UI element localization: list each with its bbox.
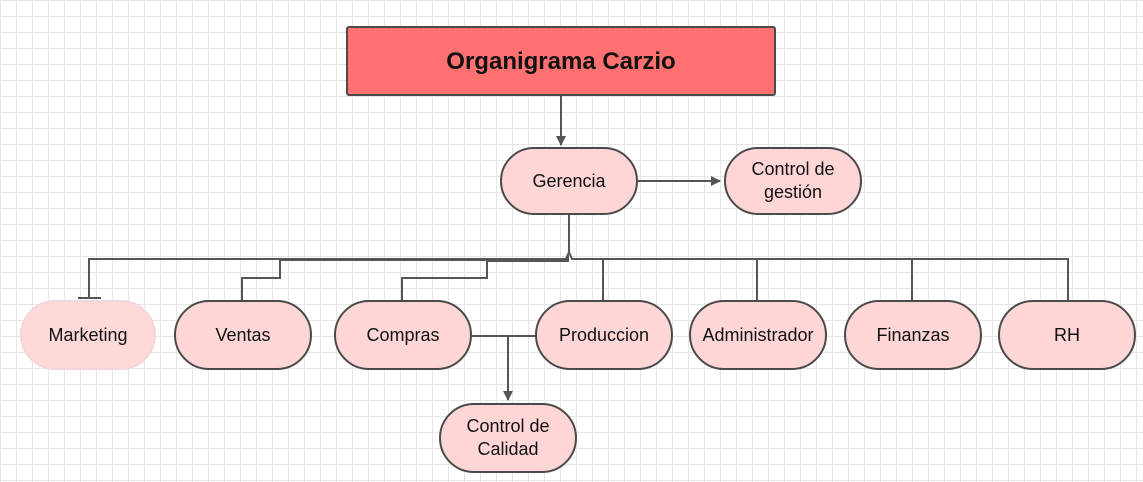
node-control-calidad[interactable]: Control de Calidad [439,403,577,473]
node-label: Administrador [702,324,814,345]
node-label: Control de gestión [751,159,835,202]
node-finanzas[interactable]: Finanzas [844,300,982,370]
node-compras[interactable]: Compras [334,300,472,370]
node-ventas[interactable]: Ventas [174,300,312,370]
node-label: RH [1054,324,1080,345]
node-control-gestion[interactable]: Control de gestión [724,147,862,215]
node-marketing[interactable]: Marketing [20,300,156,370]
node-produccion[interactable]: Produccion [535,300,673,370]
title-text: Organigrama Carzio [446,47,676,75]
connector-administrador [572,258,758,300]
node-label: Finanzas [876,324,950,345]
connector-compras [401,255,569,300]
connector-finanzas [572,258,913,300]
node-label: Marketing [48,324,128,345]
node-label: Ventas [215,324,271,345]
node-label: Control de Calidad [466,416,550,459]
node-administrador[interactable]: Administrador [689,300,827,370]
node-label: Produccion [558,324,650,345]
node-label: Gerencia [532,170,606,191]
node-rh[interactable]: RH [998,300,1136,370]
node-gerencia[interactable]: Gerencia [500,147,638,215]
title-box[interactable]: Organigrama Carzio [346,26,776,96]
connector-rh [572,258,1069,300]
connector-marketing [88,251,570,298]
node-label: Compras [366,324,440,345]
